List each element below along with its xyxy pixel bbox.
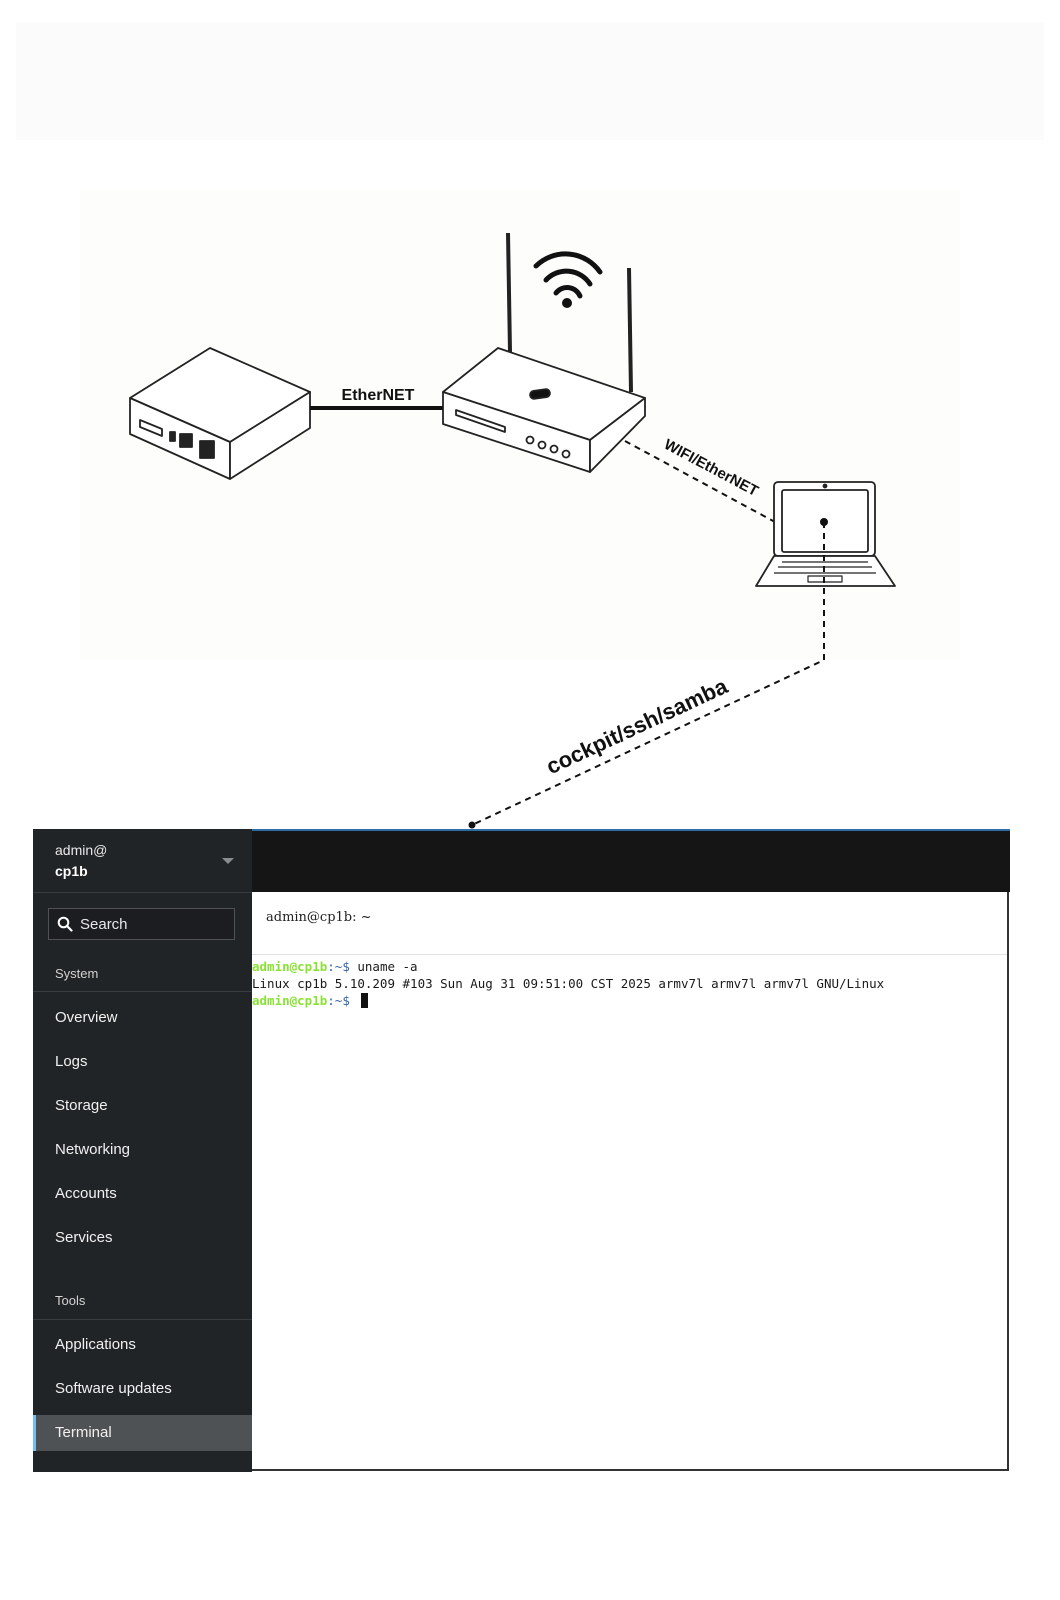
- network-diagram: EtherNET WIFI/EtherNET cockpit/s: [129, 232, 896, 829]
- section-title-tools: Tools: [55, 1293, 86, 1308]
- wifi-signal-icon: [533, 251, 603, 308]
- host-switcher[interactable]: admin@ cp1b: [33, 829, 252, 893]
- cockpit-topbar: [252, 829, 1010, 892]
- cockpit-link-dot: [468, 821, 476, 829]
- ethernet-label: EtherNET: [342, 387, 415, 404]
- cockpit-window: admin@ cp1b Search System Overview Logs …: [33, 829, 1010, 1472]
- caret-down-icon[interactable]: [222, 858, 234, 864]
- nav-item-software-updates[interactable]: Software updates: [55, 1380, 172, 1397]
- nav-item-overview[interactable]: Overview: [55, 1009, 118, 1026]
- terminal-cursor: [361, 993, 369, 1008]
- prompt-suffix: :~$: [327, 993, 358, 1008]
- section-divider: [33, 991, 252, 992]
- nav-item-logs[interactable]: Logs: [55, 1053, 88, 1070]
- terminal-title: admin@cp1b: ~: [266, 910, 372, 925]
- prompt-user: admin@cp1b: [252, 959, 328, 974]
- section-title-system: System: [55, 966, 99, 981]
- wifi-router-device: [442, 232, 646, 473]
- laptop-device: [755, 481, 896, 587]
- nav-item-services[interactable]: Services: [55, 1229, 113, 1246]
- nav-item-terminal[interactable]: Terminal: [33, 1415, 252, 1451]
- prompt-suffix: :~$: [327, 959, 358, 974]
- remote-access-link: [471, 522, 825, 826]
- terminal-line: Linux cp1b 5.10.209 #103 Sun Aug 31 09:5…: [252, 976, 885, 991]
- remote-access-label: cockpit/ssh/samba: [542, 673, 732, 779]
- cockpit-sidebar: admin@ cp1b Search System Overview Logs …: [33, 829, 252, 1472]
- terminal-line: admin@cp1b:~$ uname -a: [252, 958, 884, 975]
- nav-item-networking[interactable]: Networking: [55, 1141, 131, 1158]
- terminal-command: uname -a: [357, 959, 418, 974]
- host-user: admin@: [55, 842, 108, 858]
- top-blank-band: [16, 22, 1044, 140]
- search-label: Search: [80, 915, 128, 933]
- search-icon: [57, 916, 73, 932]
- nav-item-storage[interactable]: Storage: [55, 1097, 108, 1114]
- host-name: cp1b: [55, 863, 88, 879]
- nav-item-applications[interactable]: Applications: [55, 1336, 136, 1353]
- mini-pc-device: [129, 347, 311, 480]
- terminal-line: admin@cp1b:~$: [252, 992, 884, 1009]
- nav-item-accounts[interactable]: Accounts: [55, 1185, 117, 1202]
- prompt-user: admin@cp1b: [252, 993, 328, 1008]
- terminal-separator: [252, 954, 1007, 955]
- search-input[interactable]: Search: [48, 908, 235, 940]
- section-divider: [33, 1319, 252, 1320]
